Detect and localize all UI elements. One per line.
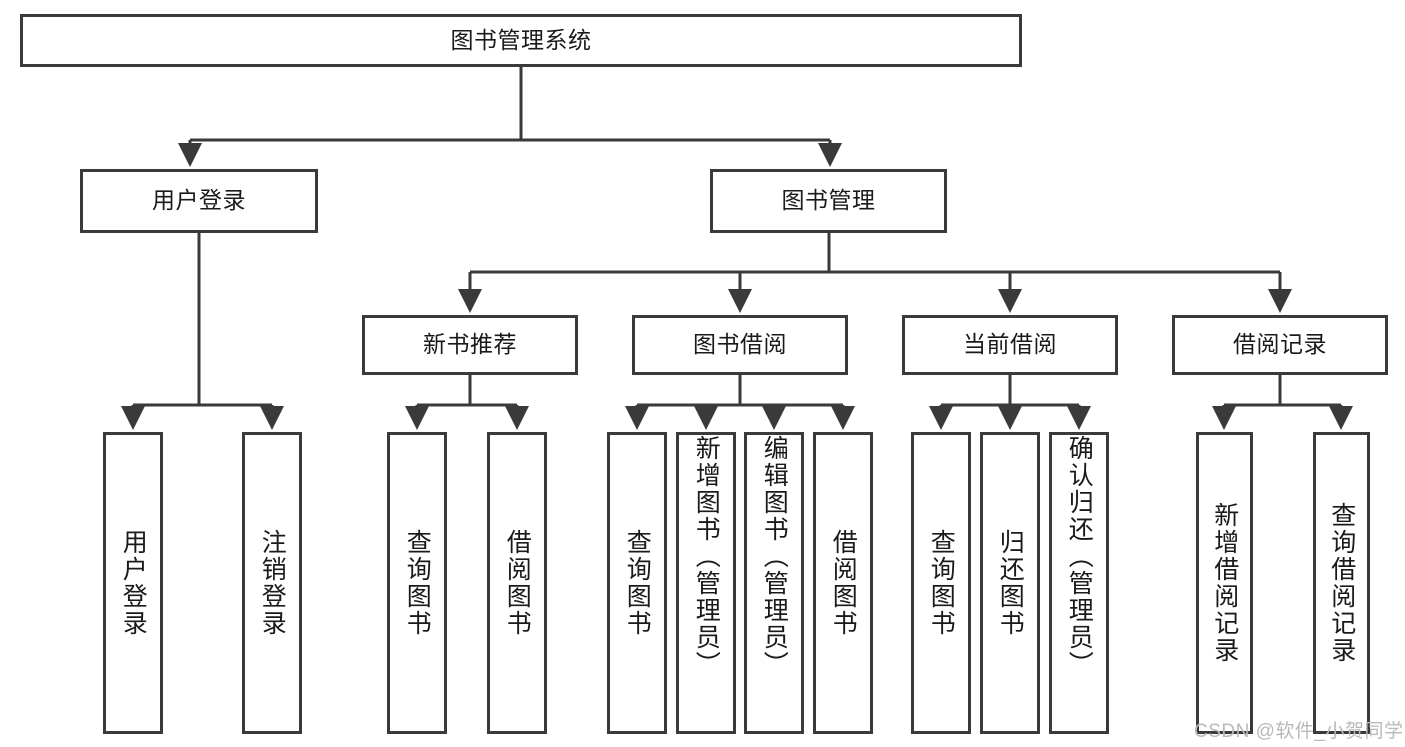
- leaf-current-borrow-2-label: 确认归还（管理员）: [1065, 435, 1094, 678]
- leaf-book-borrow-0[interactable]: 查询图书: [607, 432, 667, 734]
- leaf-book-borrow-2-label: 编辑图书（管理员）: [760, 435, 789, 678]
- leaf-book-borrow-3[interactable]: 借阅图书: [813, 432, 873, 734]
- leaf-current-borrow-2[interactable]: 确认归还（管理员）: [1049, 432, 1109, 734]
- node-user-login-label: 用户登录: [152, 187, 246, 214]
- node-new-book-recommend-label: 新书推荐: [423, 331, 517, 358]
- leaf-book-borrow-3-label: 借阅图书: [829, 529, 858, 637]
- node-book-manage[interactable]: 图书管理: [710, 169, 947, 233]
- leaf-new-book-0-label: 查询图书: [403, 529, 432, 637]
- node-user-login[interactable]: 用户登录: [80, 169, 318, 233]
- node-borrow-record[interactable]: 借阅记录: [1172, 315, 1388, 375]
- leaf-new-book-1-label: 借阅图书: [503, 529, 532, 637]
- node-current-borrow-label: 当前借阅: [963, 331, 1057, 358]
- node-root-label: 图书管理系统: [450, 26, 592, 53]
- node-book-borrow[interactable]: 图书借阅: [632, 315, 848, 375]
- leaf-user-login-1-label: 注销登录: [258, 529, 287, 637]
- leaf-book-borrow-0-label: 查询图书: [623, 529, 652, 637]
- node-current-borrow[interactable]: 当前借阅: [902, 315, 1118, 375]
- leaf-borrow-record-1[interactable]: 查询借阅记录: [1313, 432, 1370, 734]
- leaf-current-borrow-1-label: 归还图书: [996, 529, 1025, 637]
- leaf-current-borrow-0[interactable]: 查询图书: [911, 432, 971, 734]
- leaf-book-borrow-1-label: 新增图书（管理员）: [692, 435, 721, 678]
- node-book-borrow-label: 图书借阅: [693, 331, 787, 358]
- node-borrow-record-label: 借阅记录: [1233, 331, 1327, 358]
- leaf-borrow-record-0-label: 新增借阅记录: [1210, 502, 1239, 664]
- leaf-new-book-1[interactable]: 借阅图书: [487, 432, 547, 734]
- node-book-manage-label: 图书管理: [781, 187, 876, 214]
- leaf-user-login-0-label: 用户登录: [119, 529, 148, 637]
- leaf-user-login-0[interactable]: 用户登录: [103, 432, 163, 734]
- leaf-borrow-record-1-label: 查询借阅记录: [1327, 502, 1356, 664]
- leaf-current-borrow-1[interactable]: 归还图书: [980, 432, 1040, 734]
- leaf-new-book-0[interactable]: 查询图书: [387, 432, 447, 734]
- node-root[interactable]: 图书管理系统: [20, 14, 1022, 67]
- leaf-book-borrow-1[interactable]: 新增图书（管理员）: [676, 432, 736, 734]
- leaf-current-borrow-0-label: 查询图书: [927, 529, 956, 637]
- csdn-watermark: CSDN @软件_小贺同学: [1194, 721, 1404, 742]
- leaf-book-borrow-2[interactable]: 编辑图书（管理员）: [744, 432, 804, 734]
- leaf-borrow-record-0[interactable]: 新增借阅记录: [1196, 432, 1253, 734]
- node-new-book-recommend[interactable]: 新书推荐: [362, 315, 578, 375]
- leaf-user-login-1[interactable]: 注销登录: [242, 432, 302, 734]
